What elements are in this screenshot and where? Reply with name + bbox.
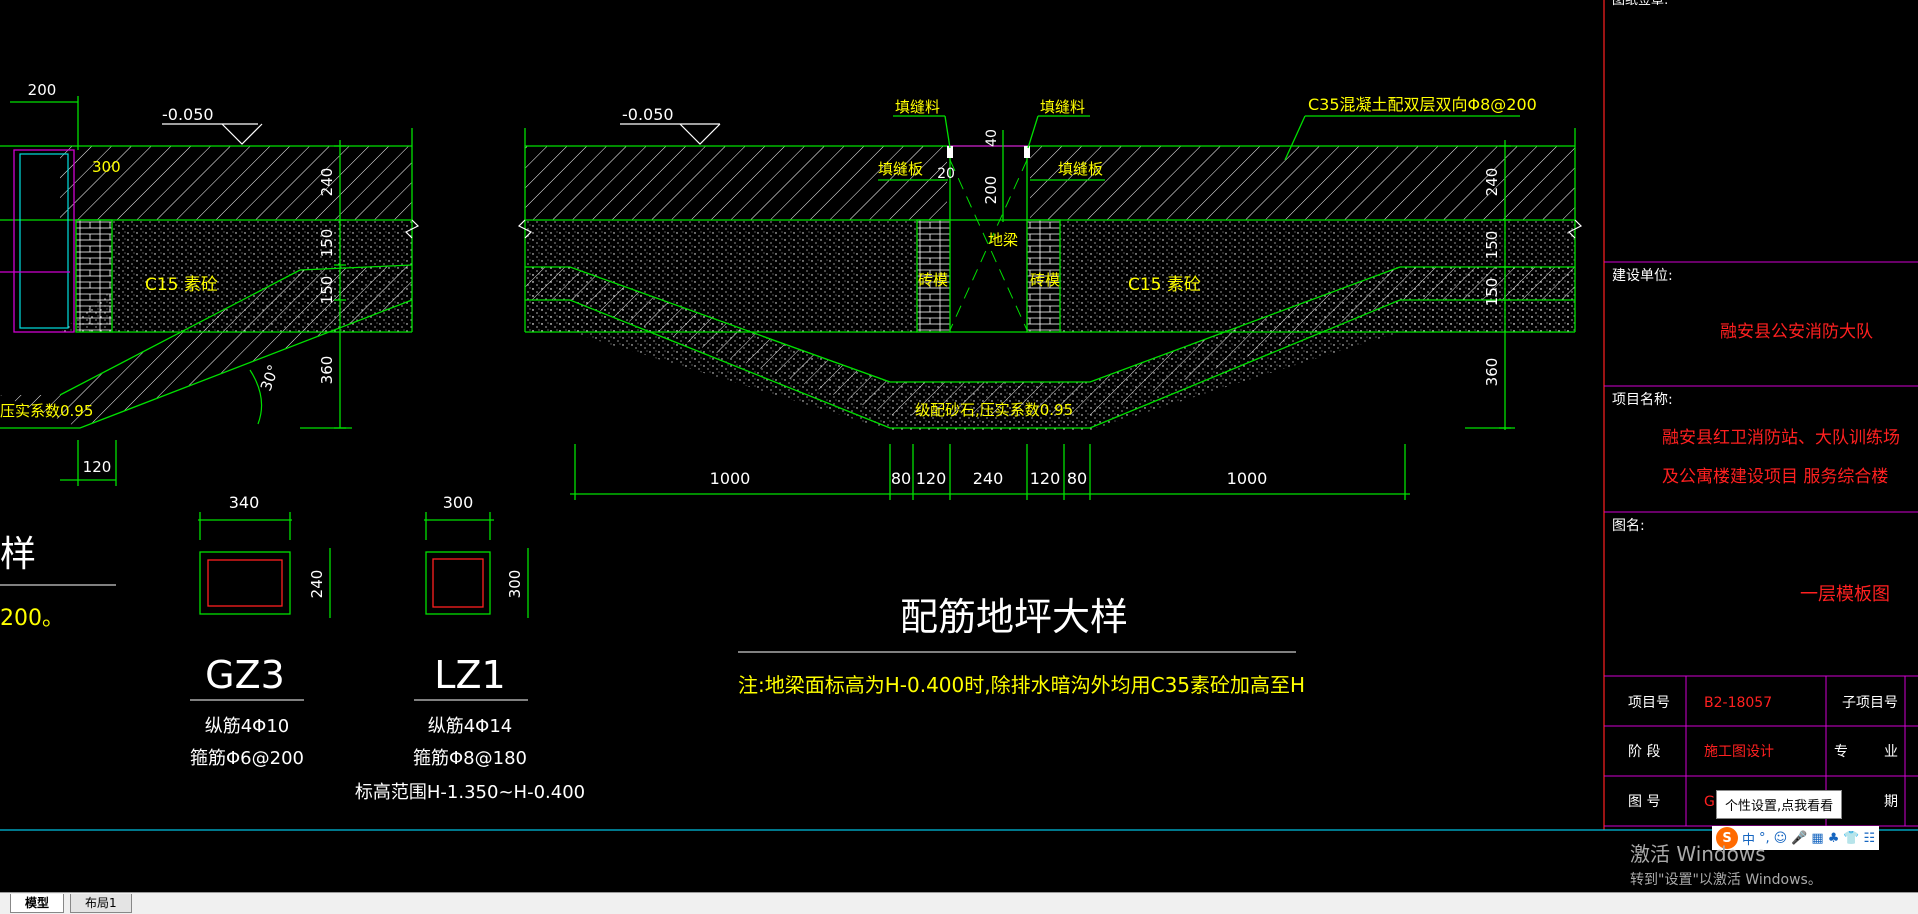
left-compact-label: 压实系数0.95 (0, 402, 93, 420)
tab-model[interactable]: 模型 (10, 894, 65, 913)
tb-row1-value: B2-18057 (1704, 695, 1772, 711)
lz1-line1: 纵筋4Φ14 (428, 716, 513, 737)
title-block: 图纸签章: 建设单位: 融安县公安消防大队 项目名称: 融安县红卫消防站、大队训… (1603, 0, 1918, 830)
right-brick-right (1027, 220, 1060, 332)
left-gravel (0, 265, 412, 428)
dim-20: 20 (937, 166, 955, 182)
left-slab (60, 146, 412, 220)
tb-row2-label: 阶 段 (1628, 744, 1660, 760)
fill-board-left: 填缝板 (878, 160, 923, 178)
left-partial-title: 样 (0, 534, 36, 575)
left-dim-360: 360 (318, 356, 336, 385)
right-dim-360: 360 (1483, 358, 1501, 387)
sogou-logo-icon[interactable]: S (1716, 827, 1738, 849)
activate-line1: 激活 Windows (1630, 842, 1766, 866)
lz1-width: 300 (443, 493, 474, 512)
gravel-label: 级配砂石,压实系数0.95 (915, 401, 1073, 419)
gz3-line2: 箍筋Φ6@200 (190, 748, 304, 769)
left-c15-label: C15 素砼 (145, 275, 218, 295)
ime-keyboard-icon[interactable]: ▦ (1811, 830, 1824, 846)
right-slab-left (525, 146, 947, 220)
left-partial-note: 200。 (0, 606, 64, 631)
left-dim-120: 120 (83, 458, 112, 476)
left-dim-200: 200 (28, 81, 57, 99)
tb-drawing-label: 图名: (1612, 518, 1645, 534)
beam-label: 地梁 (988, 231, 1018, 249)
detail-title: 配筋地坪大样 (900, 595, 1128, 639)
dim-bottom-6: 80 (1067, 469, 1087, 488)
fill-material-left: 填缝料 (895, 98, 940, 116)
right-dim-150a: 150 (1483, 231, 1501, 260)
left-brick (76, 220, 112, 332)
left-angle: 30° (257, 362, 283, 393)
left-dim-300: 300 (92, 158, 121, 176)
ime-punctuation-icon[interactable]: °, (1759, 830, 1770, 846)
tb-drawing-name: 一层模板图 (1800, 584, 1890, 605)
dim-200: 200 (982, 176, 1000, 205)
windows-activation-watermark: 激活 Windows 转到"设置"以激活 Windows。 (1630, 838, 1822, 889)
tb-project-line2: 及公寓楼建设项目 服务综合楼 (1662, 467, 1888, 487)
tb-top-label: 图纸签章: (1612, 0, 1668, 8)
gz3-line1: 纵筋4Φ10 (205, 716, 290, 737)
tb-row1-right-label: 子项目号 (1842, 695, 1898, 711)
c35-rebar-note: C35混凝土配双层双向Φ8@200 (1308, 95, 1537, 114)
tb-builder: 融安县公安消防大队 (1720, 322, 1873, 342)
ime-tools-icon[interactable]: ♣ (1827, 830, 1840, 846)
lz1-column-detail: 300 300 LZ1 纵筋4Φ14 箍筋Φ8@180 标高范围H-1.350~… (355, 493, 585, 803)
tb-row3-label: 图 号 (1628, 794, 1660, 810)
gz3-column-detail: 340 240 GZ3 纵筋4Φ10 箍筋Φ6@200 (190, 493, 331, 769)
right-c15-label: C15 素砼 (1128, 275, 1201, 295)
ime-toolbar[interactable]: S 中 °, ☺ 🎤 ▦ ♣ 👕 ☷ (1712, 826, 1880, 850)
lz1-line3: 标高范围H-1.350~H-0.400 (355, 782, 585, 803)
ime-chinese-icon[interactable]: 中 (1742, 832, 1756, 848)
layout-tab-bar: 模型 布局1 (0, 892, 1918, 914)
detail-note: 注:地梁面标高为H-0.400时,除排水暗沟外均用C35素砼加高至H (738, 673, 1305, 697)
left-slab-detail: 200 -0.050 300 240 150 150 360 C15 素砼 压实… (0, 81, 420, 631)
tb-row2-right-value: 业 (1884, 744, 1898, 760)
left-dim-150a: 150 (318, 229, 336, 258)
right-slab-detail: -0.050 填缝料 填缝料 填缝板 填缝板 C35混凝土配双层双向Φ8@200… (517, 95, 1583, 697)
ime-voice-icon[interactable]: 🎤 (1791, 830, 1808, 846)
gz3-name: GZ3 (205, 653, 285, 697)
tb-row2-right-label: 专 (1834, 744, 1848, 760)
dim-bottom-2: 80 (891, 469, 911, 488)
right-elevation: -0.050 (622, 105, 674, 124)
right-dim-240: 240 (1483, 168, 1501, 197)
dim-40: 40 (984, 129, 1000, 147)
right-dim-150b: 150 (1483, 278, 1501, 307)
right-slab-right (1030, 146, 1575, 220)
left-elevation: -0.050 (162, 105, 214, 124)
brick-mould-right: 砖模 (1030, 271, 1060, 289)
tb-row2-value: 施工图设计 (1704, 744, 1774, 760)
dim-bottom-1: 1000 (710, 469, 751, 488)
tab-layout1[interactable]: 布局1 (70, 894, 132, 913)
cad-drawing-canvas[interactable]: 200 -0.050 300 240 150 150 360 C15 素砼 压实… (0, 0, 1918, 892)
ime-tooltip[interactable]: 个性设置,点我看看 (1716, 790, 1843, 819)
dim-bottom-3: 120 (916, 469, 947, 488)
lz1-line2: 箍筋Φ8@180 (413, 748, 527, 769)
dim-bottom-5: 120 (1030, 469, 1061, 488)
lz1-name: LZ1 (434, 653, 505, 697)
left-dim-240: 240 (318, 168, 336, 197)
brick-mould-left: 砖模 (918, 271, 948, 289)
fill-material-right: 填缝料 (1040, 98, 1085, 116)
tb-row3-right-value: 期 (1884, 794, 1898, 810)
ime-skin-icon[interactable]: 👕 (1843, 830, 1860, 846)
tb-project-line1: 融安县红卫消防站、大队训练场 (1662, 428, 1900, 448)
lz1-height: 300 (506, 570, 524, 599)
fill-board-right: 填缝板 (1058, 160, 1103, 178)
tb-row3-value: G (1704, 794, 1715, 810)
tb-builder-label: 建设单位: (1612, 268, 1673, 284)
right-brick-left (917, 220, 950, 332)
tb-row1-label: 项目号 (1628, 695, 1670, 711)
ime-emoji-icon[interactable]: ☺ (1773, 830, 1788, 846)
gz3-height: 240 (308, 570, 326, 599)
ime-menu-icon[interactable]: ☷ (1863, 830, 1876, 846)
activate-line2: 转到"设置"以激活 Windows。 (1630, 872, 1822, 888)
gz3-width: 340 (229, 493, 260, 512)
left-dim-150b: 150 (318, 276, 336, 305)
dim-bottom-4: 240 (973, 469, 1004, 488)
tb-project-label: 项目名称: (1612, 392, 1673, 408)
dim-bottom-7: 1000 (1227, 469, 1268, 488)
